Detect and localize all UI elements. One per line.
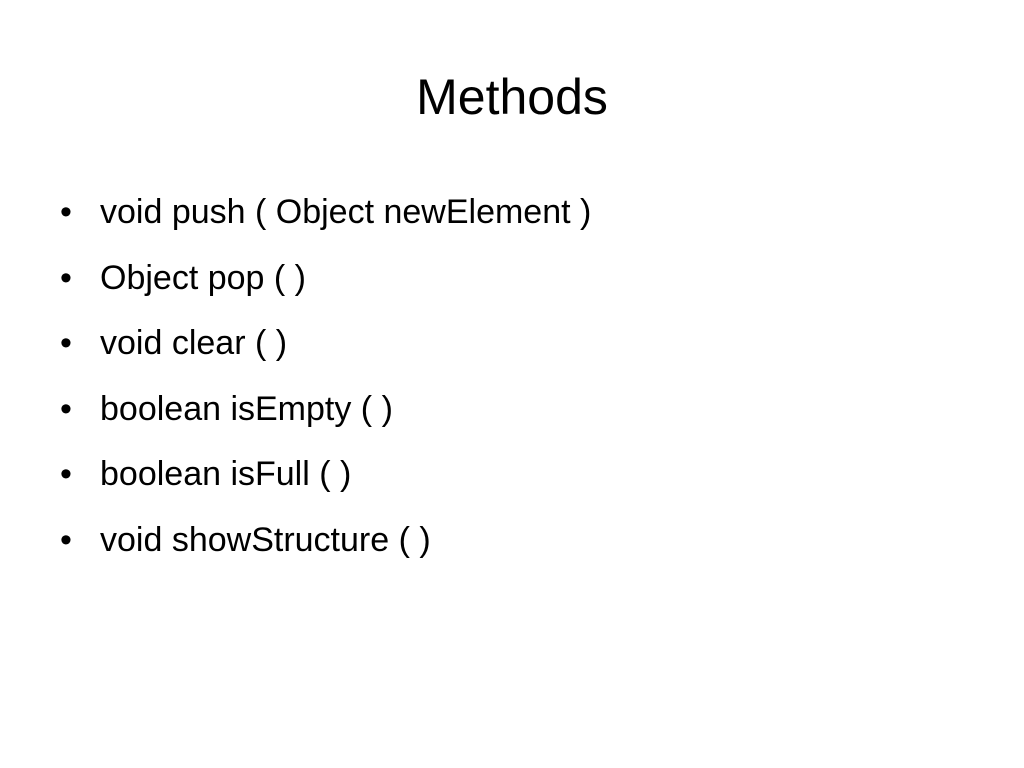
- list-item: • boolean isFull ( ): [60, 442, 960, 508]
- list-item-text: void showStructure ( ): [100, 520, 431, 559]
- list-item: • void showStructure ( ): [60, 508, 960, 574]
- list-item-text: boolean isFull ( ): [100, 455, 352, 493]
- list-item: • Object pop ( ): [60, 246, 960, 312]
- list-item: • void clear ( ): [60, 311, 960, 377]
- slide-title: Methods: [416, 69, 608, 125]
- bullet-list: • void push ( Object newElement ) • Obje…: [60, 180, 960, 573]
- list-item-text: void clear ( ): [100, 324, 288, 362]
- bullet-icon: •: [60, 455, 72, 493]
- bullet-icon: •: [60, 520, 72, 559]
- list-item-text: void push ( Object newElement ): [100, 193, 592, 231]
- bullet-icon: •: [60, 258, 72, 297]
- list-item: • boolean isEmpty ( ): [60, 377, 960, 443]
- list-item-text: Object pop ( ): [100, 258, 306, 297]
- list-item: • void push ( Object newElement ): [60, 180, 960, 246]
- bullet-icon: •: [60, 193, 72, 231]
- bullet-icon: •: [60, 324, 72, 362]
- list-item-text: boolean isEmpty ( ): [100, 389, 393, 428]
- bullet-icon: •: [60, 389, 72, 428]
